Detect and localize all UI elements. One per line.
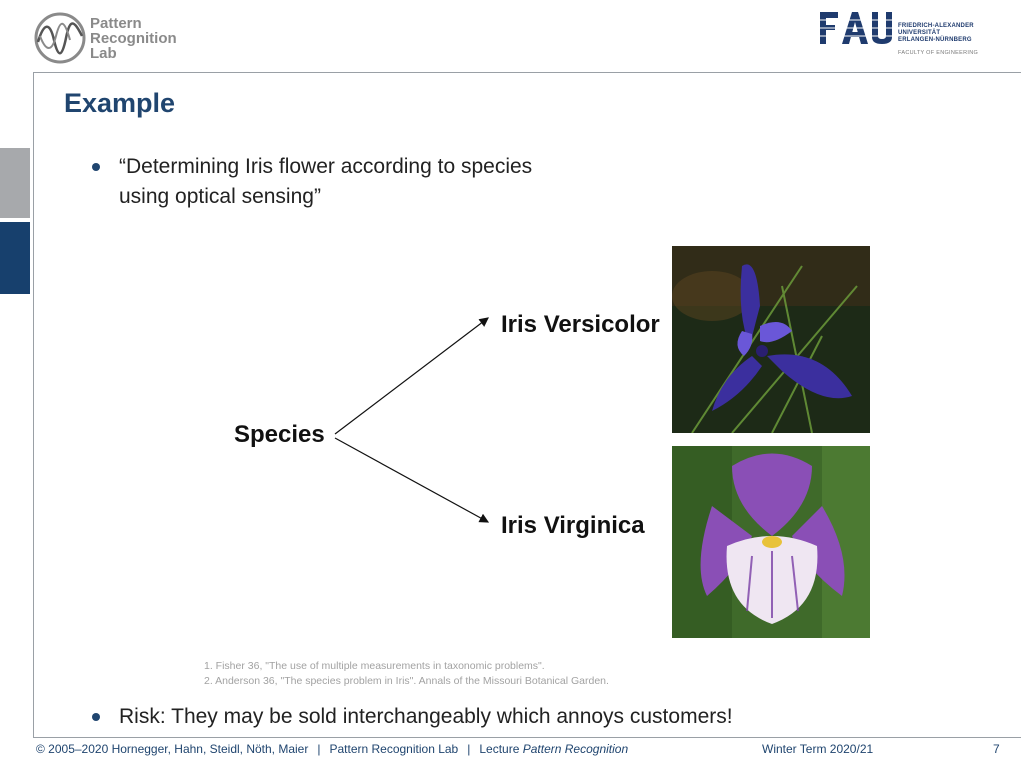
bullet-dot-icon	[92, 713, 100, 721]
lab-logo-icon	[34, 12, 86, 64]
iris-virginica-photo	[672, 446, 870, 638]
diagram-arrows	[334, 317, 490, 523]
footer-lecture-name: Pattern Recognition	[522, 742, 629, 756]
university-name: FRIEDRICH-ALEXANDER UNIVERSITÄT ERLANGEN…	[898, 23, 974, 43]
frame-left-line	[33, 72, 34, 737]
frame-top-line	[33, 72, 1021, 73]
bullet-text-line: “Determining Iris flower according to sp…	[119, 155, 533, 178]
page-number: 7	[993, 742, 1000, 756]
footer-term: Winter Term 2020/21	[762, 742, 874, 756]
footer-credits: © 2005–2020 Hornegger, Hahn, Steidl, Nöt…	[36, 742, 628, 756]
reference-item: 1. Fisher 36, "The use of multiple measu…	[204, 660, 545, 672]
faculty-name: FACULTY OF ENGINEERING	[898, 50, 979, 56]
footer-lecture-prefix: Lecture	[479, 742, 520, 756]
diagram-root-species: Species	[234, 421, 325, 448]
bullet-item: Risk: They may be sold interchangeably w…	[92, 702, 852, 734]
lab-logo-text: Pattern Recognition Lab	[90, 15, 177, 62]
bullet-dot-icon	[92, 163, 100, 171]
footer-copyright: © 2005–2020 Hornegger, Hahn, Steidl, Nöt…	[36, 742, 309, 756]
footer-lab: Pattern Recognition Lab	[329, 742, 459, 756]
iris-versicolor-photo	[672, 246, 870, 433]
sidebar-marker-light	[0, 148, 30, 218]
fau-logo: FRIEDRICH-ALEXANDER UNIVERSITÄT ERLANGEN…	[820, 12, 990, 60]
bullet-text-line: using optical sensing”	[119, 185, 321, 208]
bullet-item: “Determining Iris flower according to sp…	[92, 152, 692, 216]
arrow-to-versicolor	[334, 317, 489, 435]
diagram-node-versicolor: Iris Versicolor	[501, 311, 660, 338]
slide-title: Example	[64, 88, 176, 118]
fau-letters-icon	[820, 12, 892, 44]
references: 1. Fisher 36, "The use of multiple measu…	[204, 659, 609, 689]
reference-item: 2. Anderson 36, "The species problem in …	[204, 675, 609, 687]
footer-separator: |	[467, 742, 471, 756]
footer-separator: |	[317, 742, 321, 756]
pattern-recognition-lab-logo: Pattern Recognition Lab	[34, 12, 184, 68]
bullet-text-line: Risk: They may be sold interchangeably w…	[119, 705, 733, 728]
sidebar-marker-dark	[0, 222, 30, 294]
frame-bottom-line	[33, 737, 1021, 738]
diagram-node-virginica: Iris Virginica	[501, 512, 645, 539]
arrow-to-virginica	[334, 437, 490, 523]
species-diagram: Species Iris Versicolor Iris Virginica	[220, 300, 670, 560]
